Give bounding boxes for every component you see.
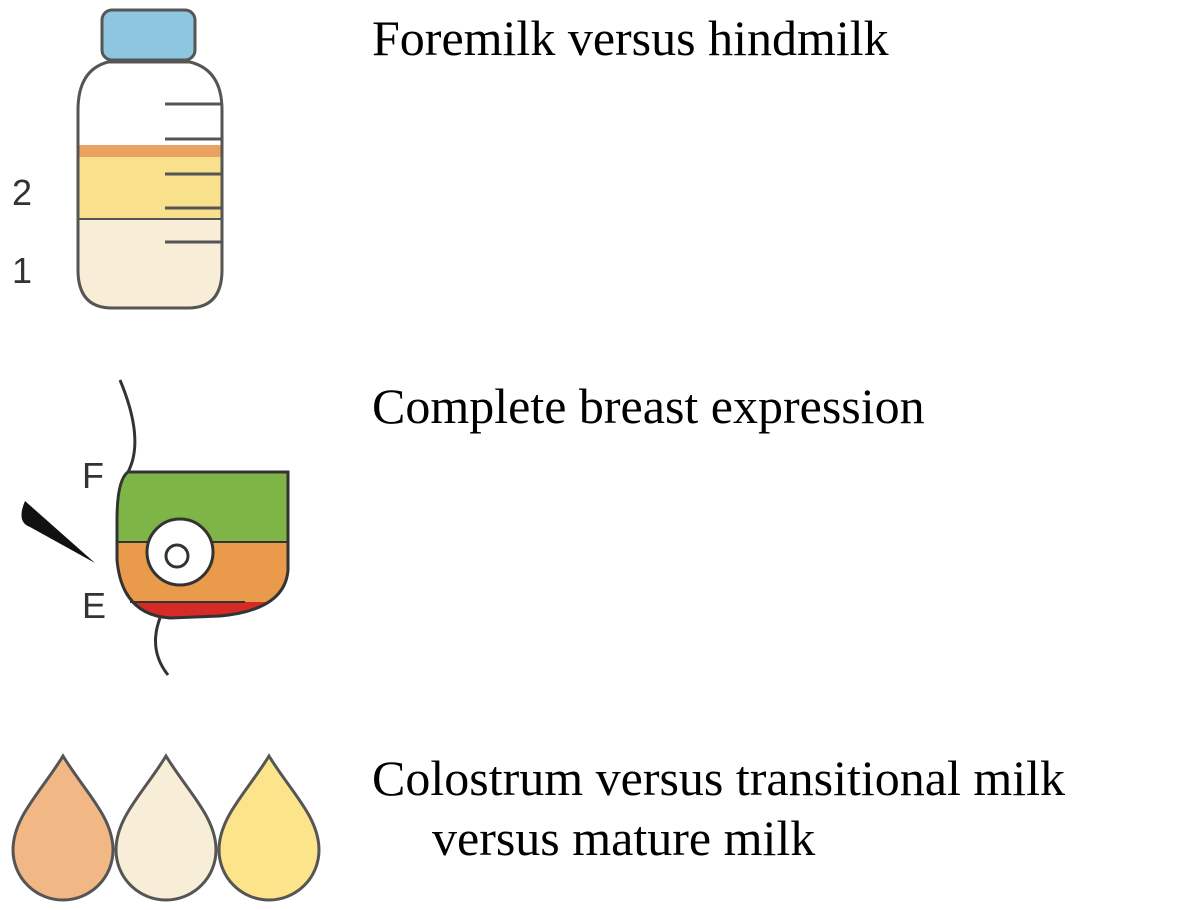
cream-line bbox=[78, 145, 222, 157]
bottle-cap bbox=[100, 8, 197, 62]
caption-foremilk-hindmilk: Foremilk versus hindmilk bbox=[372, 10, 889, 66]
milk-drops-icon bbox=[11, 753, 321, 902]
mature-milk-drop-icon bbox=[217, 753, 321, 902]
body-contour-line bbox=[118, 379, 170, 676]
bottle-measurement-ticks bbox=[165, 102, 222, 244]
caption-complete-expression: Complete breast expression bbox=[372, 378, 925, 434]
areola bbox=[145, 517, 215, 587]
breast-label-top: F bbox=[82, 455, 104, 496]
breast-expression-icon: F E bbox=[21, 379, 290, 676]
foremilk-layer bbox=[78, 219, 222, 308]
colostrum-drop-icon bbox=[11, 753, 115, 902]
bottle-level-label-2: 2 bbox=[12, 172, 32, 213]
bottle-outline bbox=[76, 60, 224, 310]
transitional-milk-drop-icon bbox=[114, 753, 218, 902]
breast-outline bbox=[115, 470, 290, 620]
caption-milk-stages-line1: Colostrum versus transitional milk bbox=[372, 750, 1066, 806]
caption-milk-stages-line2: versus mature milk bbox=[432, 810, 816, 866]
breast-label-bottom: E bbox=[82, 585, 106, 626]
bottle-level-label-1: 1 bbox=[12, 250, 32, 291]
milk-bottle-icon: 2 1 bbox=[12, 8, 224, 310]
bottle-body-empty bbox=[78, 62, 222, 150]
nipple bbox=[164, 543, 190, 569]
caption-milk-stages: Colostrum versus transitional milk versu… bbox=[372, 748, 1065, 868]
milk-spray-icon bbox=[21, 501, 96, 563]
hindmilk-layer bbox=[78, 157, 222, 219]
